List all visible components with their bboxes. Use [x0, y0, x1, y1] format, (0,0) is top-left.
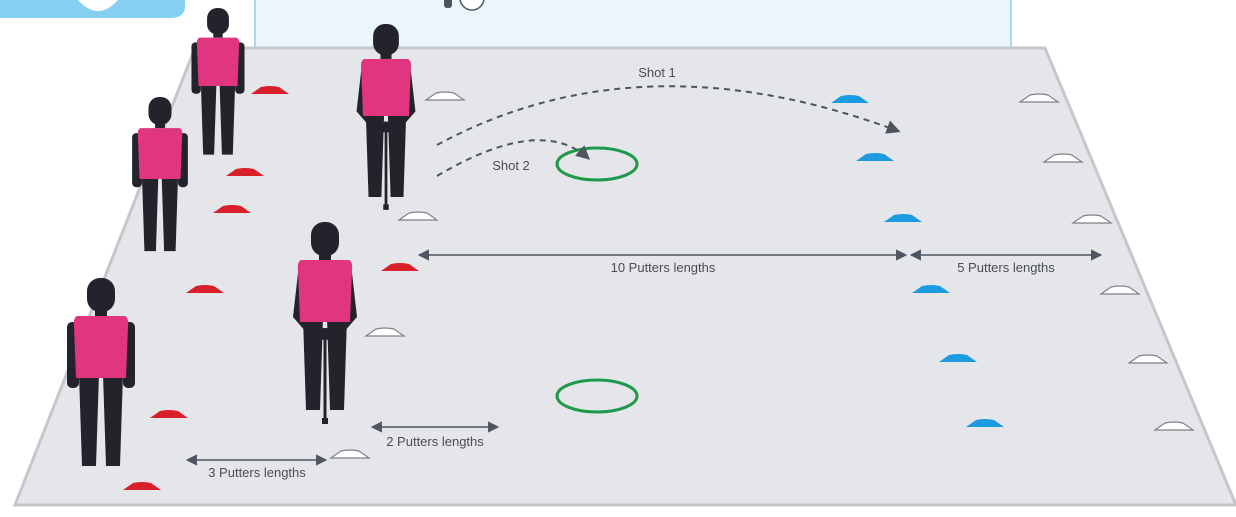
ten-putters-label: 10 Putters lengths	[611, 260, 716, 275]
white-cone	[1127, 354, 1169, 364]
white-cone	[1071, 214, 1113, 224]
shot-2-path	[436, 139, 591, 177]
white-cone	[329, 449, 371, 459]
red-cone	[186, 285, 224, 293]
golf-putter-icon	[381, 121, 391, 210]
white-cone	[424, 91, 466, 101]
backboard	[254, 0, 1012, 49]
target-ring	[555, 146, 639, 182]
corner-badge	[0, 0, 185, 18]
player-figure	[356, 24, 416, 210]
white-cone	[1042, 153, 1084, 163]
white-cone	[397, 211, 439, 221]
pink-bib	[196, 37, 240, 86]
pink-bib	[137, 128, 183, 179]
two-putters-label: 2 Putters lengths	[386, 434, 484, 449]
red-cone	[213, 205, 251, 213]
red-cone	[226, 168, 264, 176]
white-cone	[1153, 421, 1195, 431]
player-head	[311, 222, 339, 256]
white-cone	[364, 327, 406, 337]
player-figure	[67, 278, 135, 466]
target-ring	[555, 378, 639, 414]
player-figure	[132, 97, 188, 252]
white-cone	[1099, 285, 1141, 295]
red-cone	[150, 410, 188, 418]
pink-bib	[297, 260, 353, 322]
practice-field	[12, 46, 1236, 507]
blue-cone	[939, 354, 977, 362]
player-head	[87, 278, 115, 312]
pink-bib	[360, 58, 412, 116]
player-head	[373, 24, 399, 56]
blue-cone	[884, 214, 922, 222]
blue-cone	[966, 419, 1004, 427]
red-cone	[123, 482, 161, 490]
pink-bib	[73, 316, 129, 378]
red-cone	[251, 86, 289, 94]
player-figure	[293, 222, 357, 424]
cones	[123, 86, 1195, 490]
player-head	[207, 8, 229, 35]
white-cone	[1018, 93, 1060, 103]
blue-cone	[831, 95, 869, 103]
red-cone	[381, 263, 419, 271]
blue-cone	[912, 285, 950, 293]
shot-2-label: Shot 2	[492, 158, 530, 173]
players	[67, 8, 416, 466]
golf-putter-icon	[320, 328, 330, 424]
three-putters-label: 3 Putters lengths	[208, 465, 306, 480]
blue-cone	[856, 153, 894, 161]
player-head	[148, 97, 172, 125]
shot-1-label: Shot 1	[638, 65, 676, 80]
player-figure	[191, 8, 245, 155]
five-putters-label: 5 Putters lengths	[957, 260, 1055, 275]
